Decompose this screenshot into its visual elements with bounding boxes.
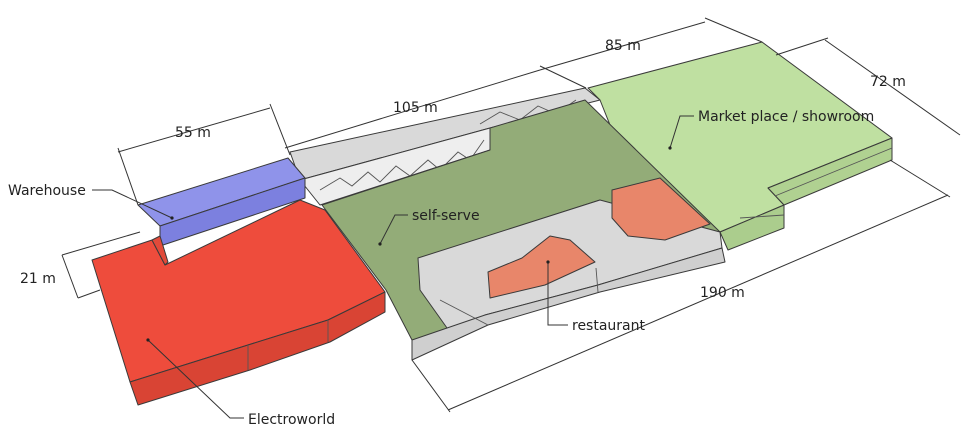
dim-21-ext-a (61, 231, 141, 256)
restaurant-leader (547, 262, 568, 326)
dim-105-label: 105 m (393, 100, 438, 116)
dim-190-label: 190 m (700, 285, 745, 301)
inner-grey-line-2 (595, 267, 599, 293)
warehouse-block (137, 157, 306, 247)
electroworld-notch (151, 235, 169, 266)
dim-190-ext-b (889, 159, 951, 198)
dimension-72: 72 m (775, 37, 961, 136)
dim-55-ext-b (269, 103, 291, 156)
dim-190-ext-a (411, 359, 451, 413)
restaurant-block (487, 177, 711, 299)
warehouse-label: Warehouse (8, 183, 86, 199)
dim-85-label: 85 m (605, 38, 641, 54)
market-line (774, 147, 893, 197)
electroworld-callout: Electroworld (147, 339, 335, 428)
restaurant-callout: restaurant (547, 262, 646, 334)
dim-72-ext (775, 37, 829, 56)
electroworld-label: Electroworld (248, 412, 335, 428)
restaurant-label: restaurant (572, 318, 646, 334)
dim-72-label: 72 m (870, 74, 906, 90)
dim-55-line (117, 107, 271, 153)
restaurant-left (487, 235, 596, 299)
corridor-block (289, 87, 601, 206)
dim-21-label: 21 m (20, 271, 56, 287)
market-callout: Market place / showroom (669, 109, 874, 149)
dim-72-line (824, 39, 961, 136)
dim-85-line (539, 21, 706, 71)
restaurant-leader-dot (546, 260, 550, 264)
inner-grey-line (439, 299, 489, 326)
corridor-rubble (319, 139, 485, 191)
dim-21-line (61, 254, 79, 299)
warehouse-leader (92, 189, 173, 219)
electroworld-leader (147, 339, 244, 419)
market-leader-dot (668, 146, 672, 150)
dimension-55: 55 m (117, 103, 291, 206)
warehouse-leader-dot (170, 216, 174, 220)
market-line-2 (739, 214, 785, 219)
self-serve-callout: self-serve (379, 208, 480, 245)
self-serve-leader-dot (378, 242, 382, 246)
market-leader (669, 115, 694, 149)
dim-105-line (284, 69, 541, 149)
self-serve-label: self-serve (412, 208, 480, 224)
dim-85-ext (704, 17, 763, 43)
dim-105-ext (539, 65, 587, 89)
dim-21-ext-b (77, 289, 101, 299)
dimension-105: 105 m (284, 65, 587, 149)
restaurant-right (611, 177, 711, 241)
dimension-21: 21 m (20, 231, 141, 299)
electroworld-front (129, 291, 386, 406)
electroworld-leader-dot (146, 338, 150, 342)
dim-190-line (447, 194, 949, 411)
inner-grey-front (411, 247, 726, 361)
electroworld-block (91, 199, 386, 406)
dim-55-label: 55 m (175, 125, 211, 141)
market-label: Market place / showroom (698, 109, 874, 125)
warehouse-callout: Warehouse (8, 183, 173, 219)
dimension-190: 190 m (411, 159, 951, 413)
dimension-85: 85 m (539, 17, 763, 71)
dim-55-ext-a (117, 147, 139, 206)
self-serve-leader (379, 214, 408, 245)
